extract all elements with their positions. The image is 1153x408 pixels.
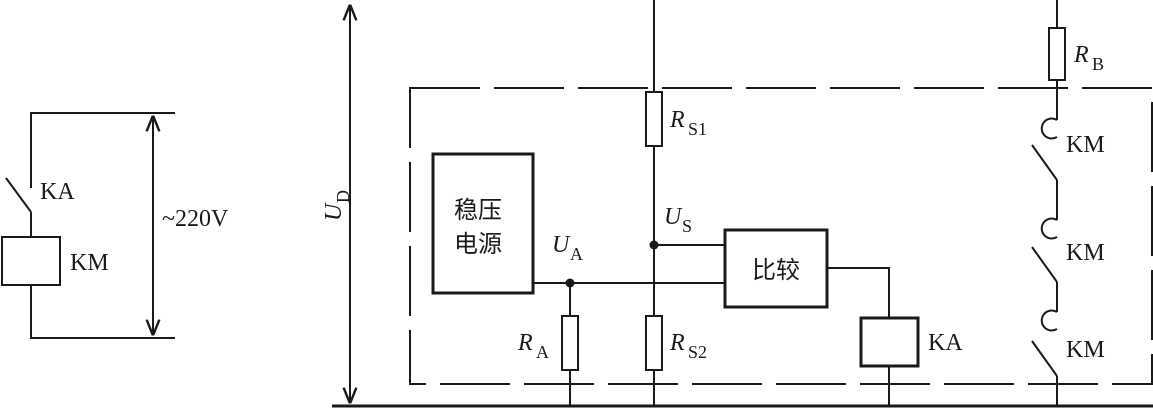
supply-voltage-label: ~220V [162, 206, 229, 232]
left-top-wire [30, 112, 175, 188]
left-circuit: KA KM ~220V [1, 112, 229, 339]
km-contact-1-blade [1031, 144, 1058, 181]
comparator-output-wire [827, 267, 890, 318]
ud-symbol: U [321, 202, 347, 221]
km-contact-3-blade [1031, 340, 1058, 377]
km-coil-label: KM [70, 250, 109, 276]
ka-switch-label: KA [40, 179, 75, 205]
km-contact-2-arc [1040, 217, 1058, 240]
us-subscript: S [682, 216, 692, 236]
ra-resistor [561, 315, 579, 371]
ud-subscript: D [333, 190, 353, 203]
rs1-symbol: R [669, 107, 685, 133]
km-contact-2-blade [1031, 246, 1058, 283]
rs2-symbol: R [669, 330, 685, 356]
km-contact-3-label: KM [1066, 337, 1105, 363]
us-label: U S [664, 204, 692, 236]
rs2-resistor [645, 315, 663, 371]
regulator-label-line1: 稳压 [454, 196, 502, 224]
regulator-label-line2: 电源 [454, 230, 502, 258]
us-symbol: U [664, 204, 683, 230]
km-coil [1, 236, 61, 286]
rb-label: R B [1073, 42, 1104, 74]
comparator-box [723, 228, 829, 309]
ua-subscript: A [570, 244, 583, 264]
voltage-regulator-box [431, 152, 535, 295]
left-bottom-wire [30, 285, 175, 339]
ka-relay-label: KA [928, 330, 963, 356]
ka-switch-blade [5, 177, 32, 213]
km-contact-3-arc [1040, 309, 1058, 332]
rs1-subscript: S1 [688, 119, 707, 139]
rb-subscript: B [1092, 54, 1104, 74]
km-contact-2-label: KM [1066, 240, 1105, 266]
ra-label: R A [517, 330, 549, 362]
ua-symbol: U [552, 232, 571, 258]
ra-symbol: R [517, 330, 533, 356]
km-contact-1-arc [1040, 117, 1058, 140]
ka-relay-coil [859, 316, 920, 368]
rs2-subscript: S2 [688, 342, 707, 362]
ua-label: U A [552, 232, 583, 264]
rb-symbol: R [1073, 42, 1089, 68]
rs1-label: R S1 [669, 107, 707, 139]
rb-resistor [1048, 27, 1066, 81]
ra-subscript: A [536, 342, 549, 362]
comparator-label: 比较 [752, 256, 800, 284]
main-circuit: U D 稳压 电源 比较 KA [321, 0, 1153, 408]
km-contact-1-label: KM [1066, 132, 1105, 158]
device-enclosure [409, 87, 1153, 385]
ud-label: U D [321, 190, 353, 221]
rs1-resistor [645, 91, 663, 147]
rs2-label: R S2 [669, 330, 707, 362]
